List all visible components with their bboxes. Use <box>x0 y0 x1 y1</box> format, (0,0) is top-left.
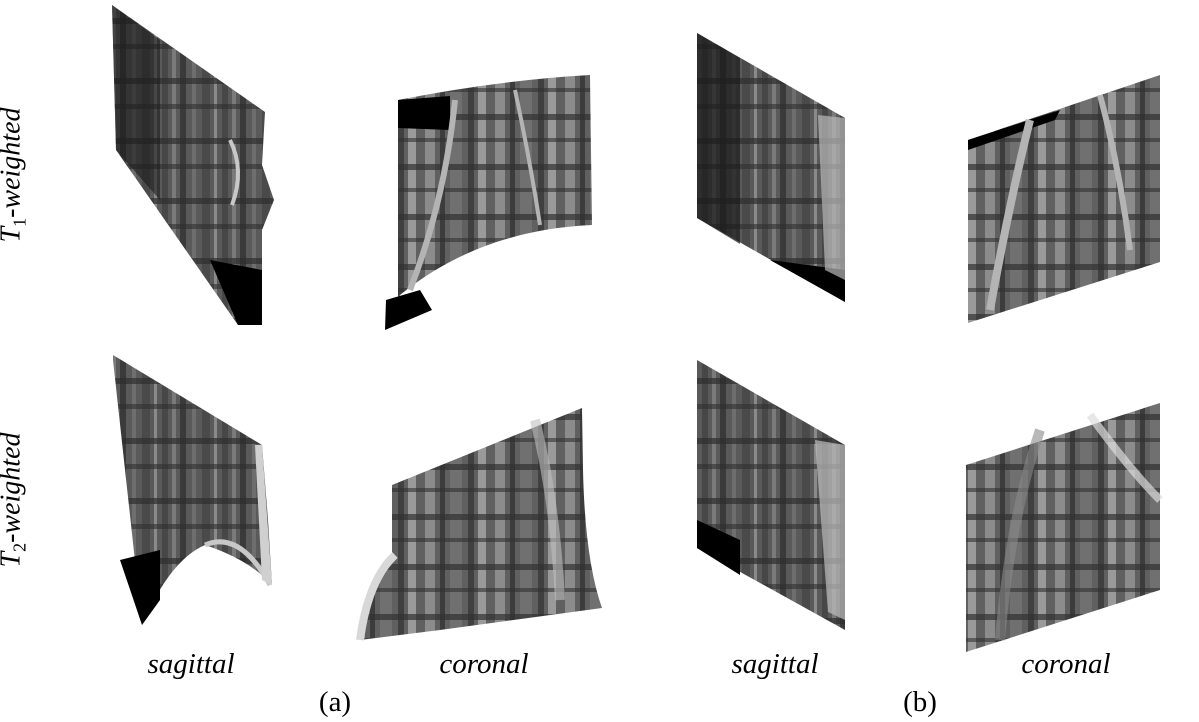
col-label-a-sagittal: sagittal <box>147 648 235 680</box>
scan-a-t1-sagittal <box>112 5 274 325</box>
scan-b-t2-coronal <box>966 403 1163 652</box>
col-label-b-sagittal: sagittal <box>731 648 819 680</box>
panel-label-b: (b) <box>903 686 937 718</box>
col-label-a-coronal: coronal <box>439 648 529 680</box>
scan-a-t2-coronal <box>356 408 602 641</box>
scan-b-t2-sagittal <box>697 360 845 630</box>
scan-b-t1-coronal <box>968 75 1160 323</box>
scan-a-t2-sagittal <box>113 355 273 625</box>
col-label-b-coronal: coronal <box>1021 648 1111 680</box>
scan-b-t1-sagittal <box>697 33 845 302</box>
panel-label-a: (a) <box>318 686 352 718</box>
scan-a-t1-coronal <box>385 75 592 330</box>
